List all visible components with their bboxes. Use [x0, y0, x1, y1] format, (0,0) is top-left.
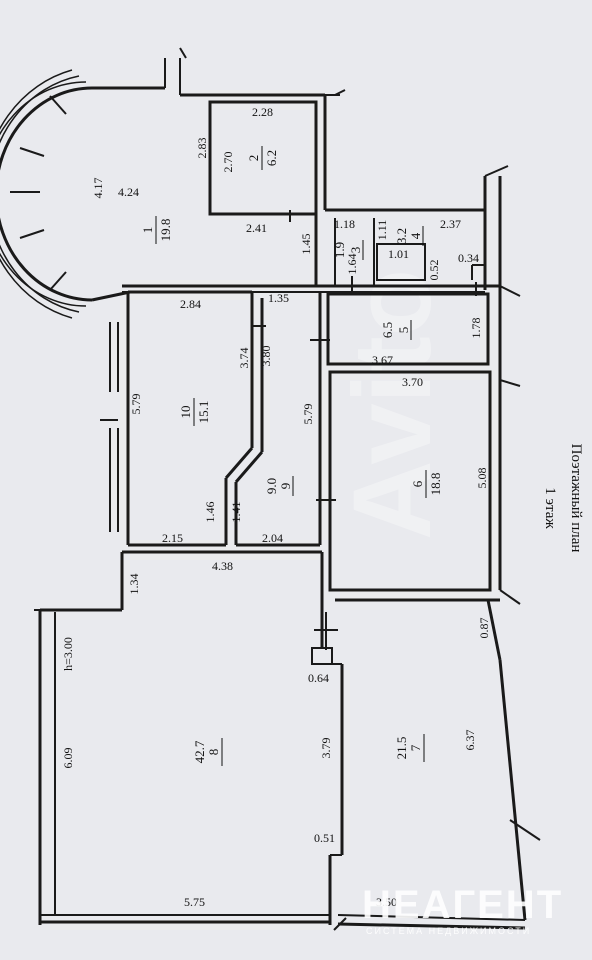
dim-label: 4.17 [91, 178, 105, 199]
dim-label: 5.79 [301, 404, 315, 425]
room-1-label: 1 19.8 [140, 216, 173, 244]
dim-label: 5.08 [475, 468, 489, 489]
title-line-2: 1 этаж [542, 487, 558, 529]
dim-label: 1.46 [203, 502, 217, 523]
svg-text:8: 8 [206, 749, 221, 756]
svg-text:1.9: 1.9 [332, 242, 347, 258]
dim-label: h=3.00 [61, 637, 75, 671]
dim-label: 1.01 [388, 247, 409, 261]
title-line-1: Поэтажный план [568, 444, 584, 553]
plan-title: Поэтажный план 1 этаж [542, 444, 584, 553]
dim-label: 3.74 [237, 348, 251, 369]
svg-text:19.8: 19.8 [158, 219, 173, 242]
svg-text:9.0: 9.0 [264, 478, 279, 494]
dim-label: 4.38 [212, 559, 233, 573]
svg-text:10: 10 [178, 406, 193, 419]
svg-text:18.8: 18.8 [428, 473, 443, 496]
dim-label: 2.70 [221, 152, 235, 173]
dim-label: 2.84 [180, 297, 201, 311]
dim-label: 0.87 [477, 618, 491, 639]
svg-text:6: 6 [410, 480, 425, 487]
svg-text:9: 9 [278, 483, 293, 490]
dim-label: 2.83 [195, 138, 209, 159]
brand-logo-text: НЕАГЕНТ [362, 883, 563, 927]
brand-tagline: СИСТЕМА НЕДВИЖИМОСТИ [366, 926, 531, 936]
svg-text:6.5: 6.5 [380, 322, 395, 338]
svg-text:15.1: 15.1 [196, 401, 211, 424]
dim-label: 1.34 [127, 574, 141, 595]
dim-label: 1.11 [375, 220, 389, 241]
dim-label: 0.51 [314, 831, 335, 845]
svg-text:21.5: 21.5 [394, 737, 409, 760]
dim-label: 1.78 [469, 318, 483, 339]
room-6-label: 6 18.8 [410, 470, 443, 498]
dim-label: 1.64 [345, 254, 359, 275]
svg-text:3.2: 3.2 [394, 228, 409, 244]
room-9-label: 9 9.0 [264, 476, 294, 496]
dim-label: 1.35 [268, 291, 289, 305]
svg-text:6.2: 6.2 [264, 150, 279, 166]
svg-text:42.7: 42.7 [192, 740, 207, 763]
room-7-label: 7 21.5 [394, 734, 425, 762]
svg-text:3: 3 [348, 247, 363, 254]
dim-label: 1.18 [334, 217, 355, 231]
room-3-label: 3 1.9 [332, 240, 364, 260]
dim-label: 6.37 [463, 730, 477, 751]
svg-text:5: 5 [396, 327, 411, 334]
dim-label: 1.41 [229, 502, 243, 523]
room-labels: 1 19.8 2 6.2 3 1.9 4 3.2 5 6.5 [140, 146, 443, 766]
walls [0, 47, 541, 931]
avito-watermark: Avito [331, 269, 454, 540]
room-2-label: 2 6.2 [246, 146, 279, 170]
dim-label: 4.24 [118, 185, 139, 199]
dim-label: 0.52 [427, 260, 441, 281]
dim-label: 3.70 [402, 375, 423, 389]
dim-label: 2.28 [252, 105, 273, 119]
dim-label: 6.09 [61, 748, 75, 769]
dim-label: 0.34 [458, 251, 479, 265]
svg-text:1: 1 [140, 227, 155, 234]
dim-label: 0.64 [308, 671, 329, 685]
dim-label: 3.80 [259, 346, 273, 367]
neagent-watermark: НЕАГЕНТ СИСТЕМА НЕДВИЖИМОСТИ [362, 883, 563, 936]
dim-label: 2.15 [162, 531, 183, 545]
dim-label: 1.45 [299, 234, 313, 255]
dim-label: 3.67 [372, 353, 393, 367]
dim-label: 2.41 [246, 221, 267, 235]
svg-text:7: 7 [408, 744, 423, 751]
room-4-label: 4 3.2 [394, 226, 424, 246]
dim-label: 3.50 [376, 895, 397, 909]
svg-text:4: 4 [408, 232, 423, 239]
dim-label: 5.75 [184, 895, 205, 909]
room-5-label: 5 6.5 [380, 320, 412, 340]
dimension-labels: 2.28 2.83 2.70 4.17 4.24 2.41 1.45 1.18 … [61, 105, 491, 909]
dim-label: 2.04 [262, 531, 283, 545]
svg-text:2: 2 [246, 155, 261, 162]
dim-label: 3.79 [319, 738, 333, 759]
room-8-label: 8 42.7 [192, 738, 223, 766]
dim-label: 5.79 [129, 394, 143, 415]
dim-label: 2.37 [440, 217, 461, 231]
room-10-label: 10 15.1 [178, 398, 211, 426]
